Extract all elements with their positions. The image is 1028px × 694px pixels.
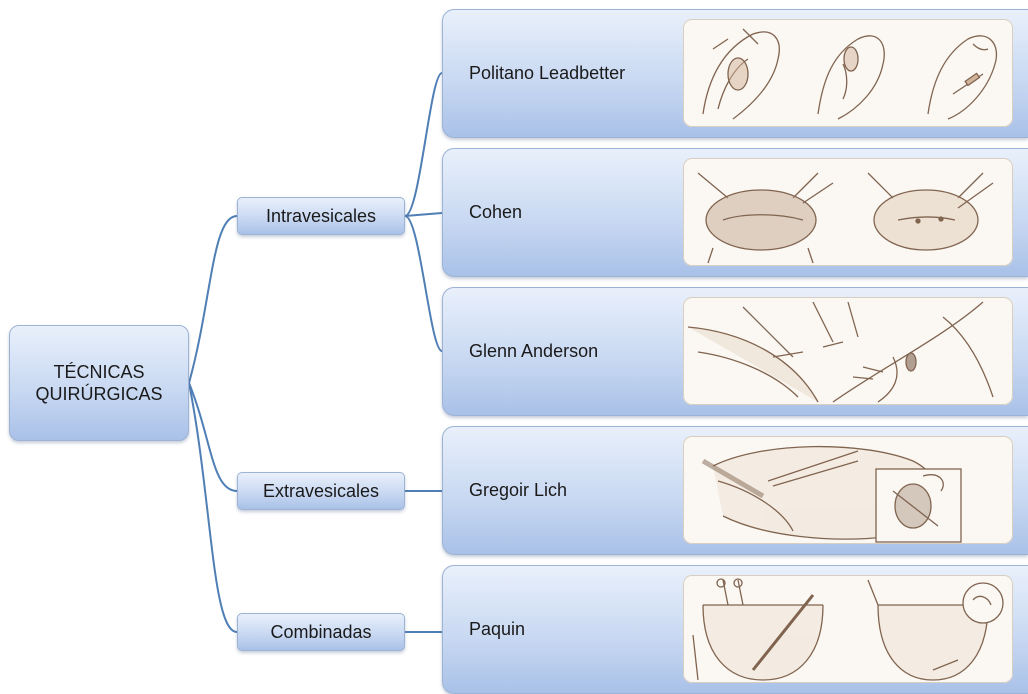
category-label: Extravesicales: [263, 481, 379, 502]
technique-cohen: Cohen: [442, 148, 1028, 277]
technique-gregoir-lich: Gregoir Lich: [442, 426, 1028, 555]
category-label: Combinadas: [270, 622, 371, 643]
category-intravesicales: Intravesicales: [237, 197, 405, 235]
connector-intra-glenn: [405, 216, 442, 351]
technique-label: Gregoir Lich: [469, 427, 567, 554]
connector-root-intravesicales: [189, 216, 237, 383]
connector-intra-cohen: [405, 213, 442, 216]
technique-label: Paquin: [469, 566, 525, 693]
category-combinadas: Combinadas: [237, 613, 405, 651]
surgical-illustration: [683, 436, 1013, 544]
category-label: Intravesicales: [266, 206, 376, 227]
surgical-illustration: [683, 158, 1013, 266]
technique-label: Politano Leadbetter: [469, 10, 625, 137]
connector-root-combinadas: [189, 383, 237, 632]
technique-paquin: Paquin: [442, 565, 1028, 694]
surgical-illustration: [683, 575, 1013, 683]
connector-root-extravesicales: [189, 383, 237, 491]
root-node: TÉCNICAS QUIRÚRGICAS: [9, 325, 189, 441]
root-title-line1: TÉCNICAS: [35, 361, 162, 383]
technique-label: Glenn Anderson: [469, 288, 598, 415]
surgical-illustration: [683, 297, 1013, 405]
root-title-line2: QUIRÚRGICAS: [35, 383, 162, 405]
technique-politano-leadbetter: Politano Leadbetter: [442, 9, 1028, 138]
technique-glenn-anderson: Glenn Anderson: [442, 287, 1028, 416]
connector-intra-politano: [405, 73, 442, 216]
technique-label: Cohen: [469, 149, 522, 276]
category-extravesicales: Extravesicales: [237, 472, 405, 510]
surgical-illustration: [683, 19, 1013, 127]
